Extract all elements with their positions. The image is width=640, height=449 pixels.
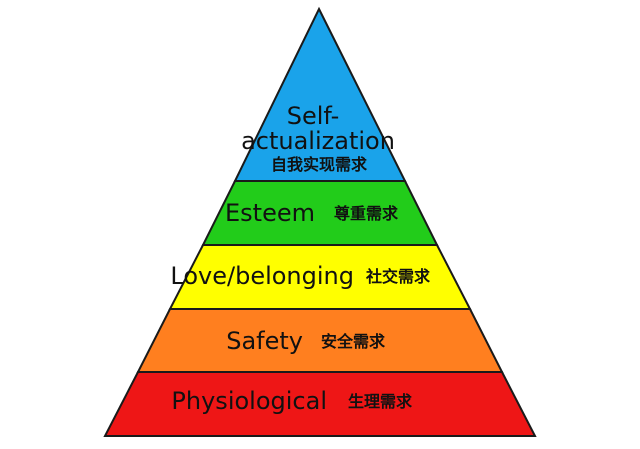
label-self-actualization-en-line1: Self- xyxy=(287,102,339,130)
label-love-belonging-en: Love/belonging xyxy=(170,262,354,290)
tier-physiological xyxy=(103,371,537,437)
label-esteem-zh: 尊重需求 xyxy=(334,204,399,223)
tier-safety xyxy=(136,308,504,373)
label-physiological-en: Physiological xyxy=(171,387,327,415)
label-safety-en: Safety xyxy=(226,327,303,355)
label-love-belonging-zh: 社交需求 xyxy=(365,267,431,286)
label-physiological-zh: 生理需求 xyxy=(348,392,413,411)
label-esteem-en: Esteem xyxy=(225,199,315,227)
label-safety-zh: 安全需求 xyxy=(321,332,386,351)
label-self-actualization-zh: 自我实现需求 xyxy=(271,155,368,174)
label-self-actualization-en-line2: actualization xyxy=(241,127,395,155)
